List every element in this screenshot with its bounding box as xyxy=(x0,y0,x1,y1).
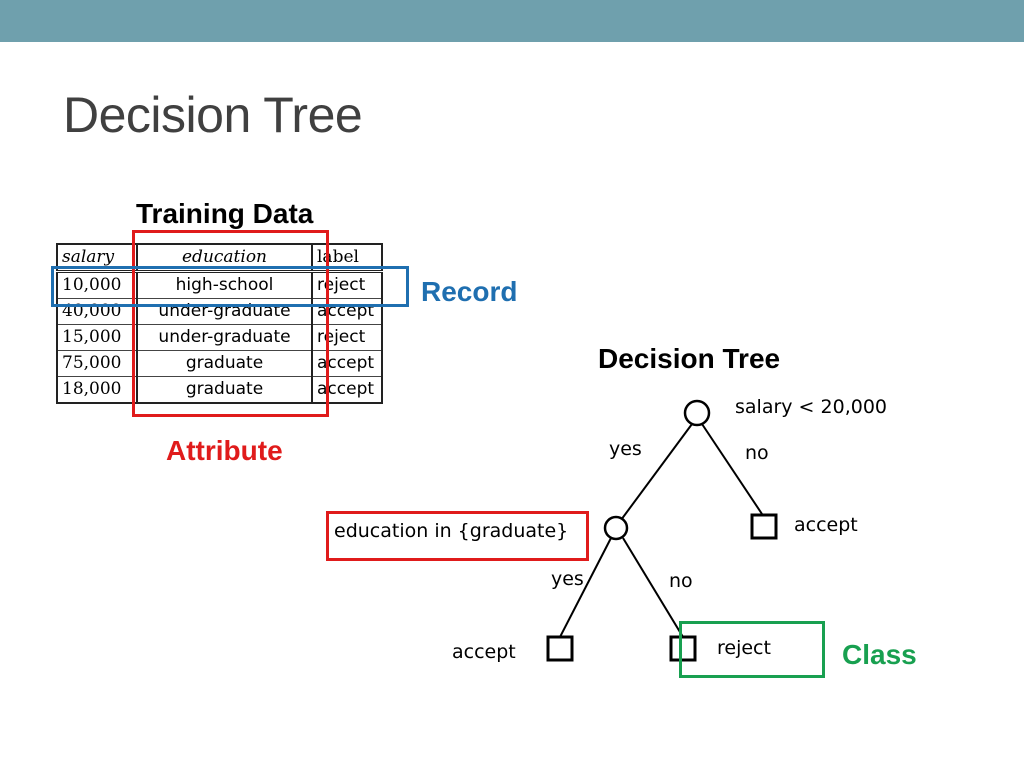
record-highlight-frame xyxy=(51,266,409,307)
cell-education: high-school xyxy=(136,271,313,299)
edge-inner-yes xyxy=(559,537,612,638)
root-no-leaf-text: accept xyxy=(794,514,858,536)
edge-inner-no xyxy=(622,537,684,638)
edge-root-no xyxy=(701,423,763,515)
cell-salary: 15,000 xyxy=(56,324,138,351)
leaf-root-no xyxy=(750,513,778,540)
leaf-inner-no xyxy=(669,635,697,662)
cell-salary: 75,000 xyxy=(56,350,138,377)
top-bar xyxy=(0,0,1024,42)
cell-salary: 10,000 xyxy=(56,271,138,299)
table-row: 18,000 graduate accept xyxy=(56,376,383,403)
attribute-label: Attribute xyxy=(166,435,283,466)
leaf-inner-yes xyxy=(546,635,574,662)
attribute-condition-frame xyxy=(326,511,589,561)
table-row: 15,000 under-graduate reject xyxy=(56,324,383,351)
cell-label: accept xyxy=(311,350,383,377)
root-node xyxy=(683,399,711,427)
inner-condition-text: education in {graduate} xyxy=(334,520,568,542)
root-yes-text: yes xyxy=(609,438,642,460)
inner-no-leaf-text: reject xyxy=(717,637,771,659)
cell-label: reject xyxy=(311,271,383,299)
root-condition-text: salary < 20,000 xyxy=(735,396,887,418)
root-no-text: no xyxy=(745,442,769,464)
cell-label: reject xyxy=(311,324,383,351)
inner-yes-text: yes xyxy=(551,568,584,590)
training-data-title: Training Data xyxy=(136,198,314,229)
class-label: Class xyxy=(842,639,917,670)
cell-education: graduate xyxy=(136,376,313,403)
cell-education: under-graduate xyxy=(136,324,313,351)
class-highlight-frame xyxy=(679,621,825,678)
record-label: Record xyxy=(421,276,518,307)
inner-node xyxy=(603,515,629,541)
cell-education: graduate xyxy=(136,350,313,377)
table-row: 10,000 high-school reject xyxy=(56,271,383,299)
inner-yes-leaf-text: accept xyxy=(452,641,516,663)
table-row: 75,000 graduate accept xyxy=(56,350,383,377)
slide-title: Decision Tree xyxy=(63,87,363,143)
inner-no-text: no xyxy=(669,570,693,592)
decision-tree-title: Decision Tree xyxy=(598,343,781,374)
cell-salary: 18,000 xyxy=(56,376,138,403)
attribute-highlight-frame xyxy=(132,230,329,417)
cell-label: accept xyxy=(311,376,383,403)
edge-root-yes xyxy=(620,423,693,521)
